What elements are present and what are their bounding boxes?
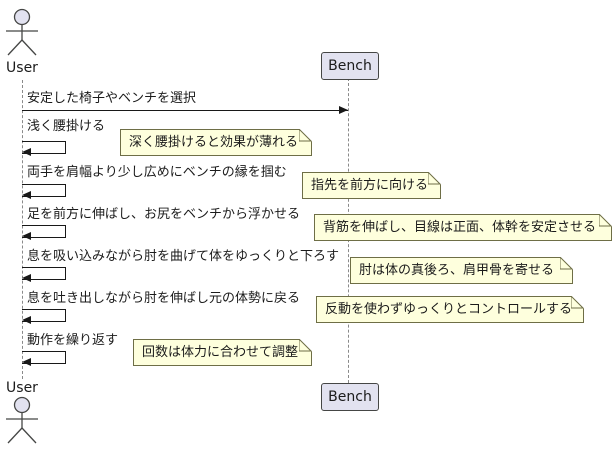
arrowhead-left-icon: [22, 358, 31, 366]
message-label: 安定した椅子やベンチを選択: [27, 91, 197, 106]
note-fold-icon: [571, 296, 584, 309]
note: 回数は体力に合わせて調整: [133, 339, 312, 366]
actor-user-label: User: [6, 60, 38, 76]
self-message-loop: [22, 184, 66, 197]
note-fold-icon: [299, 129, 312, 142]
message-label: 足を前方に伸ばし、お尻をベンチから浮かせる: [27, 207, 301, 222]
message-label: 息を吐き出しながら肘を伸ばし元の体勢に戻る: [27, 291, 301, 306]
actor-user-top: User: [2, 8, 42, 76]
note-fold-icon: [560, 257, 573, 270]
self-message-loop: [22, 225, 66, 238]
user-lifeline: [22, 80, 23, 379]
note-fold-icon: [599, 214, 612, 227]
message-label: 動作を繰り返す: [27, 333, 119, 348]
message-arrow-line: [22, 110, 348, 111]
note-text: 回数は体力に合わせて調整: [142, 345, 299, 360]
actor-user-bottom: User: [2, 380, 42, 448]
note: 肘は体の真後ろ、肩甲骨を寄せる: [350, 257, 573, 284]
message-label: 息を吸い込みながら肘を曲げて体をゆっくりと下ろす: [27, 249, 340, 264]
note-text: 指先を前方に向ける: [311, 178, 429, 193]
arrowhead-left-icon: [22, 274, 31, 282]
note-text: 背筋を伸ばし、目線は正面、体幹を安定させる: [323, 220, 597, 235]
note-fold-icon: [428, 172, 441, 185]
note-text: 反動を使わずゆっくりとコントロールする: [325, 302, 573, 317]
actor-figure-icon: [6, 396, 38, 444]
actor-user-label: User: [6, 380, 38, 396]
note-text: 深く腰掛けると効果が薄れる: [129, 135, 299, 150]
self-message-loop: [22, 309, 66, 322]
arrowhead-right-icon: [339, 106, 348, 114]
self-message-loop: [22, 141, 66, 154]
arrowhead-left-icon: [22, 191, 31, 199]
arrowhead-left-icon: [22, 148, 31, 156]
arrowhead-left-icon: [22, 316, 31, 324]
arrowhead-left-icon: [22, 232, 31, 240]
note: 背筋を伸ばし、目線は正面、体幹を安定させる: [314, 214, 612, 241]
actor-figure-icon: [6, 8, 38, 56]
note: 反動を使わずゆっくりとコントロールする: [316, 296, 584, 323]
message-label: 両手を肩幅より少し広めにベンチの縁を掴む: [27, 165, 287, 180]
note: 指先を前方に向ける: [302, 172, 441, 199]
note: 深く腰掛けると効果が薄れる: [120, 129, 312, 156]
participant-bench-top: Bench: [321, 52, 379, 80]
message-label: 浅く腰掛ける: [27, 119, 106, 134]
note-text: 肘は体の真後ろ、肩甲骨を寄せる: [359, 263, 555, 278]
participant-bench-bottom: Bench: [321, 383, 379, 411]
self-message-loop: [22, 267, 66, 280]
self-message-loop: [22, 351, 66, 364]
note-fold-icon: [299, 339, 312, 352]
